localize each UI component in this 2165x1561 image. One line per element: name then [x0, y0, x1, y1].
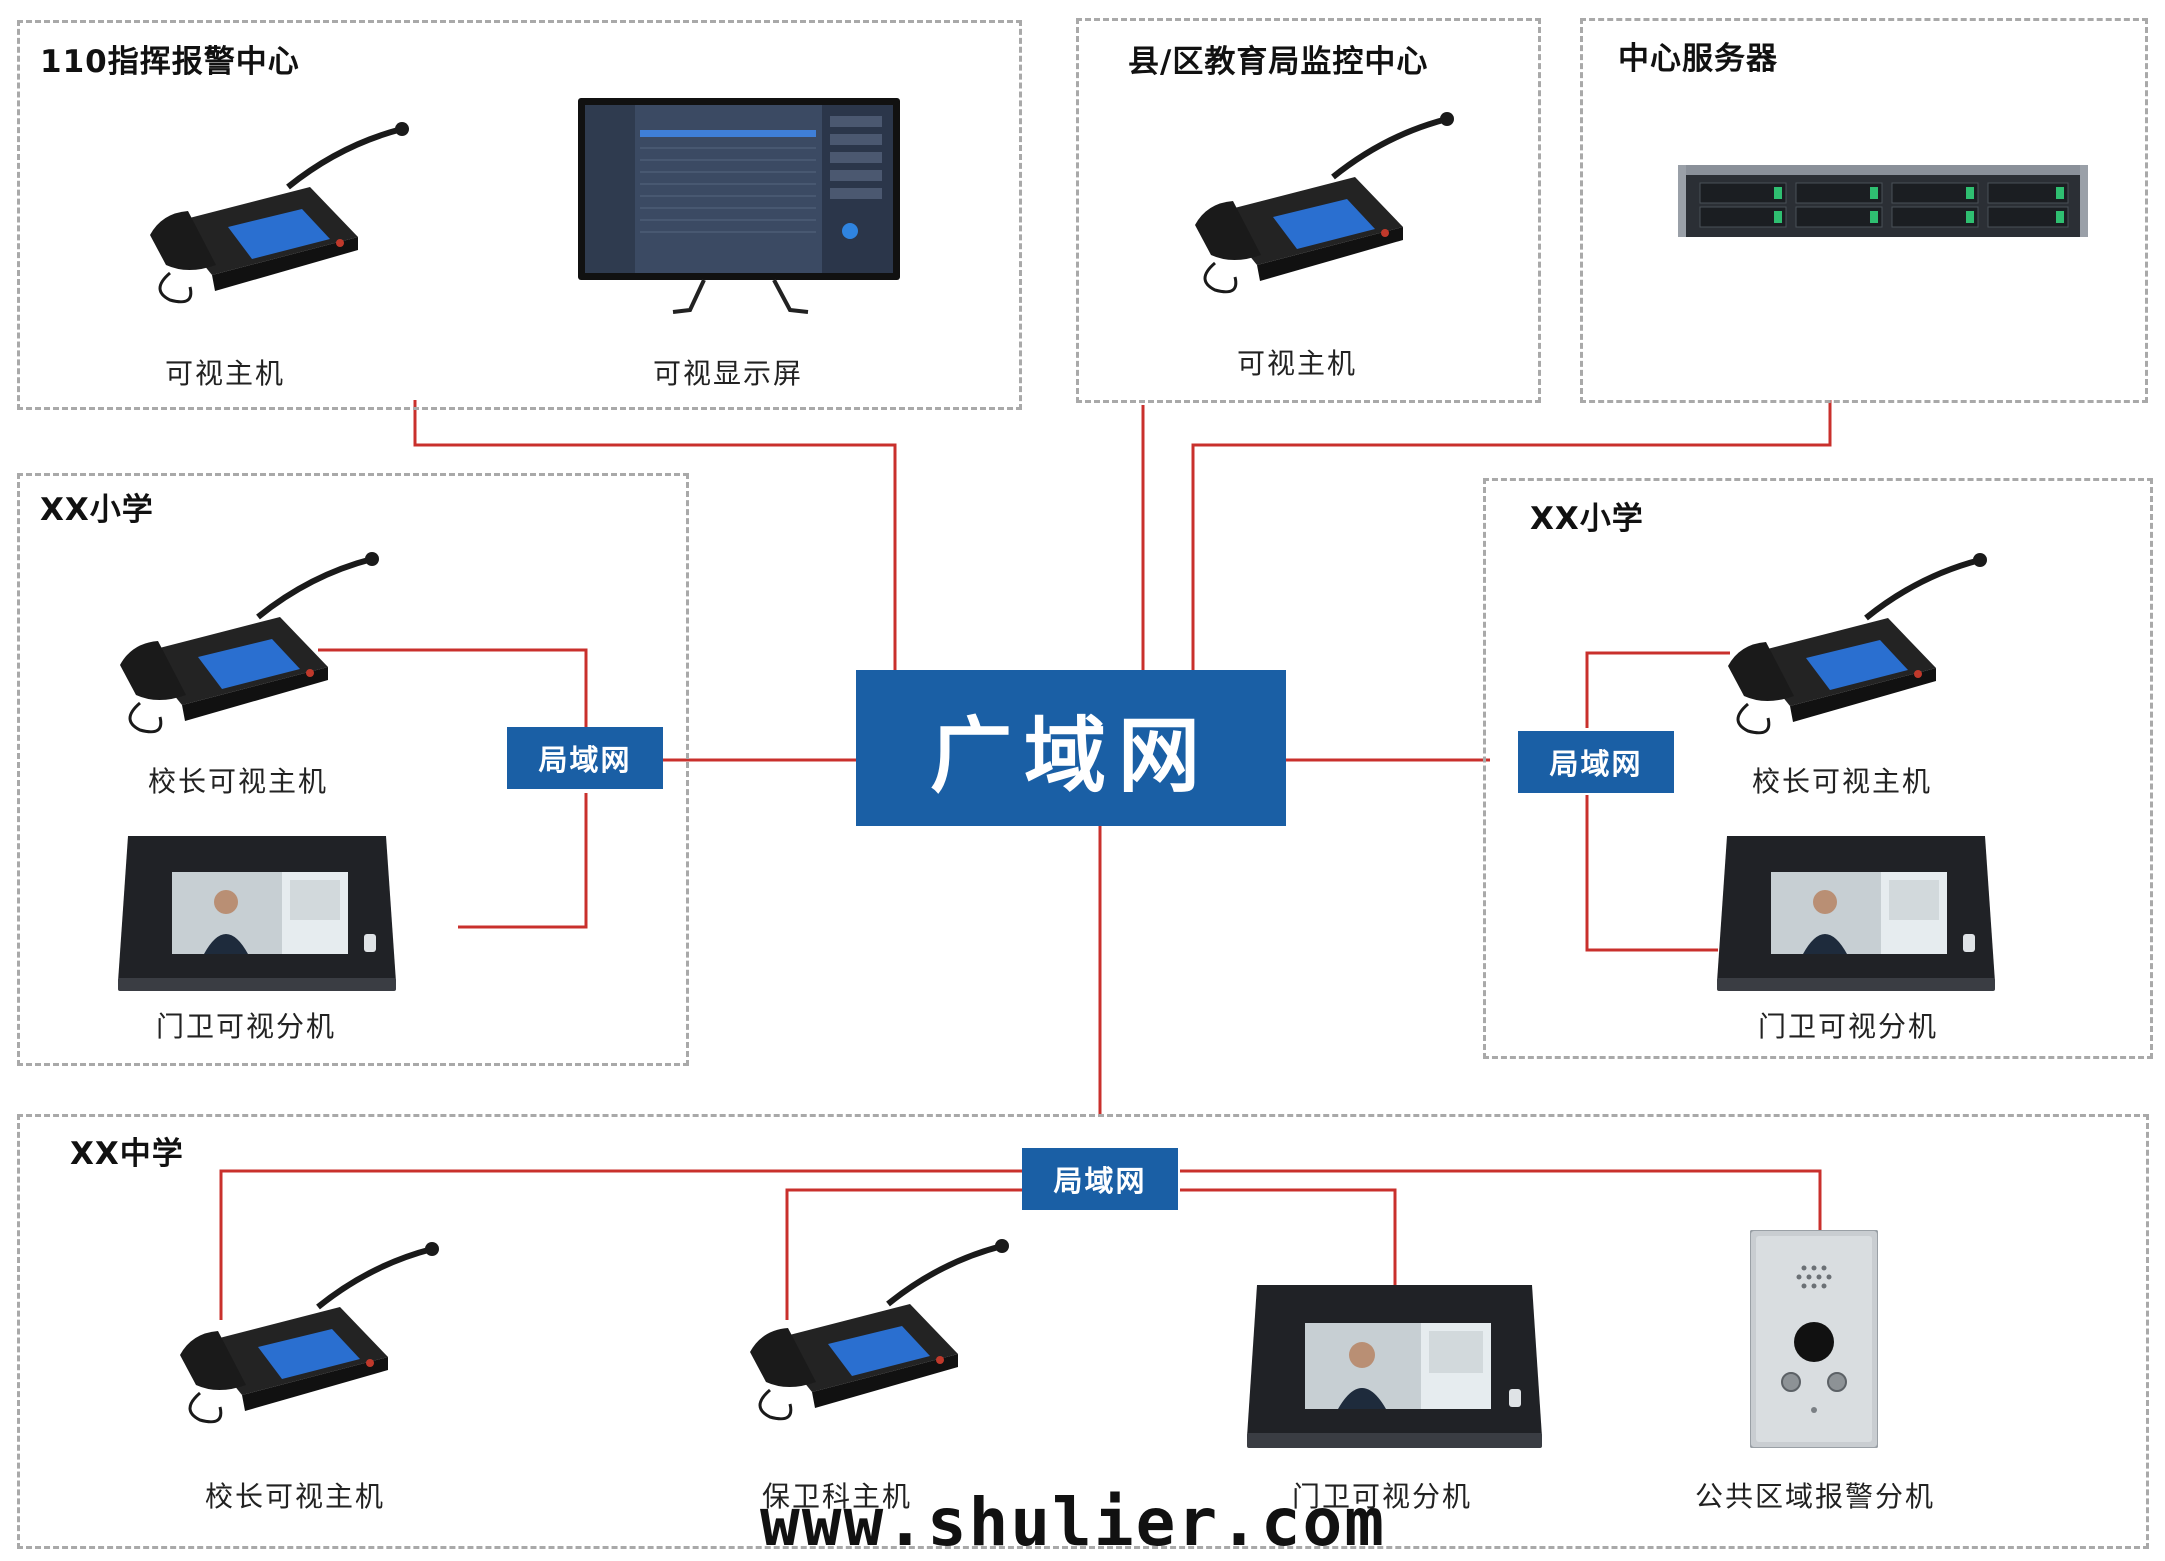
desk-console-icon: [110, 545, 390, 740]
link-right-gate: [1585, 795, 1718, 952]
link-server-wan: [1191, 400, 1832, 670]
link-mid-alarm: [1180, 1169, 1822, 1230]
zone-education-bureau: [1076, 18, 1541, 403]
lan-box-middle: 局域网: [1022, 1148, 1178, 1210]
touch-terminal-icon: [118, 836, 396, 991]
zone-title-primary-left: XX小学: [40, 492, 154, 528]
label-mid-public-alarm: 公共区域报警分机: [1694, 1480, 1935, 1513]
zone-police-command: [17, 20, 1022, 410]
touch-terminal-icon: [1717, 836, 1995, 991]
desk-console-icon: [1718, 546, 1998, 741]
desk-console-icon: [170, 1235, 450, 1430]
desk-console-icon: [740, 1232, 1020, 1427]
label-right-gate-terminal: 门卫可视分机: [1757, 1010, 1938, 1043]
zone-title-police: 110指挥报警中心: [40, 44, 300, 80]
wan-box: 广域网: [856, 670, 1286, 826]
label-right-principal-host: 校长可视主机: [1751, 765, 1932, 798]
zone-central-server: [1580, 18, 2148, 403]
link-mid-gate: [1180, 1188, 1397, 1285]
monitor-icon: [578, 98, 900, 316]
zone-title-server: 中心服务器: [1618, 41, 1778, 77]
label-police-host: 可视主机: [164, 357, 285, 390]
desk-console-icon: [1185, 105, 1465, 300]
link-right-principal: [1585, 651, 1730, 728]
link-left-gate: [458, 793, 588, 929]
link-police-wan: [413, 400, 897, 670]
zone-middle-school: [17, 1114, 2149, 1549]
label-mid-gate-terminal: 门卫可视分机: [1291, 1480, 1472, 1513]
desk-console-icon: [140, 115, 420, 310]
zone-title-middle: XX中学: [70, 1136, 184, 1172]
zone-title-primary-right: XX小学: [1530, 501, 1644, 537]
link-mid-principal: [219, 1169, 1024, 1320]
label-police-screen: 可视显示屏: [652, 357, 803, 390]
zone-primary-school-left: [17, 473, 689, 1066]
label-mid-principal-host: 校长可视主机: [204, 1480, 385, 1513]
link-mid-security: [785, 1188, 1024, 1320]
link-left-principal: [318, 648, 588, 730]
label-left-principal-host: 校长可视主机: [147, 765, 328, 798]
rack-server-icon: [1678, 165, 2088, 237]
lan-box-left: 局域网: [507, 727, 663, 789]
touch-terminal-icon: [1247, 1285, 1542, 1448]
label-mid-security-host: 保卫科主机: [761, 1480, 912, 1513]
label-left-gate-terminal: 门卫可视分机: [155, 1010, 336, 1043]
zone-title-bureau: 县/区教育局监控中心: [1128, 44, 1429, 80]
zone-primary-school-right: [1483, 478, 2153, 1059]
alarm-panel-icon: [1749, 1229, 1879, 1449]
lan-box-right: 局域网: [1518, 731, 1674, 793]
label-bureau-host: 可视主机: [1236, 347, 1357, 380]
watermark-text: www.shulier.com: [760, 1484, 1387, 1561]
